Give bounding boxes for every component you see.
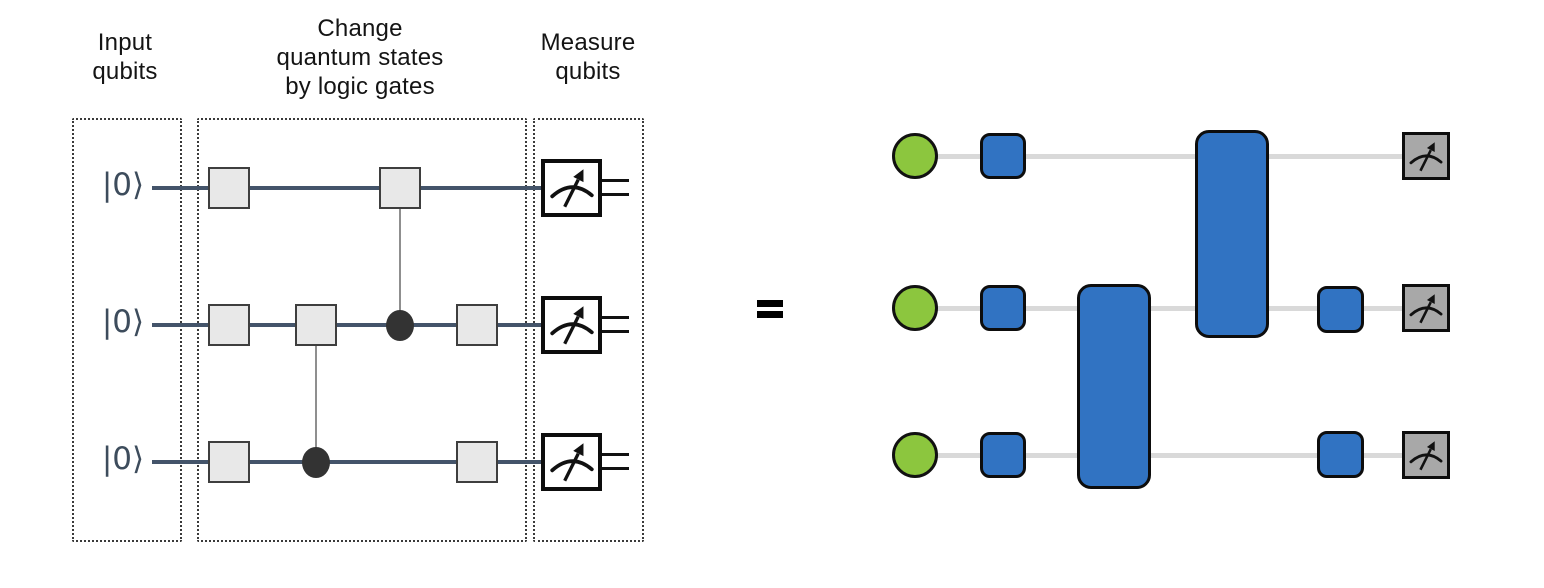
measurement-box xyxy=(541,159,602,217)
single-qubit-gate xyxy=(1317,431,1364,478)
classical-wire xyxy=(602,316,629,319)
qubit-state-label: |0⟩ xyxy=(101,304,145,340)
single-qubit-gate xyxy=(456,304,498,346)
qubit-wire xyxy=(152,186,542,190)
qubit-state-label: |0⟩ xyxy=(101,167,145,203)
meter-icon xyxy=(547,302,597,348)
controlled-target-gate xyxy=(379,167,421,209)
single-qubit-gate xyxy=(208,304,250,346)
controlled-target-gate xyxy=(295,304,337,346)
measurement-box xyxy=(1402,284,1450,332)
logic-gates-box xyxy=(197,118,527,542)
control-connector xyxy=(399,209,401,326)
two-qubit-gate-rows-2-3 xyxy=(1077,284,1151,489)
classical-wire xyxy=(602,467,629,470)
single-qubit-gate xyxy=(1317,286,1364,333)
measure-stage-label: Measure qubits xyxy=(540,29,636,85)
meter-icon xyxy=(547,165,597,211)
measurement-box xyxy=(541,433,602,491)
single-qubit-gate xyxy=(980,133,1026,179)
meter-icon xyxy=(547,439,597,485)
qubit-wire xyxy=(915,154,1427,159)
input-qubit-node xyxy=(892,432,938,478)
single-qubit-gate xyxy=(980,432,1026,478)
input-stage-label: Input qubits xyxy=(92,29,158,85)
meter-icon xyxy=(1407,438,1445,473)
single-qubit-gate xyxy=(208,441,250,483)
measure-qubits-box xyxy=(533,118,644,542)
control-dot xyxy=(386,310,414,341)
control-dot xyxy=(302,447,330,478)
control-connector xyxy=(315,345,317,463)
measurement-box xyxy=(1402,431,1450,479)
qubit-wire xyxy=(152,323,542,327)
measurement-box xyxy=(1402,132,1450,180)
qubit-state-label: |0⟩ xyxy=(101,441,145,477)
single-qubit-gate xyxy=(208,167,250,209)
equals-bar xyxy=(757,300,783,307)
single-qubit-gate xyxy=(456,441,498,483)
equals-bar xyxy=(757,311,783,318)
single-qubit-gate xyxy=(980,285,1026,331)
qubit-wire xyxy=(915,306,1427,311)
input-qubit-node xyxy=(892,133,938,179)
classical-wire xyxy=(602,179,629,182)
gates-stage-label: Change quantum states by logic gates xyxy=(276,15,444,100)
qubit-wire xyxy=(152,460,542,464)
measurement-box xyxy=(541,296,602,354)
two-qubit-gate-rows-1-2 xyxy=(1195,130,1269,338)
qubit-wire xyxy=(915,453,1427,458)
meter-icon xyxy=(1407,291,1445,326)
input-qubit-node xyxy=(892,285,938,331)
classical-wire xyxy=(602,193,629,196)
meter-icon xyxy=(1407,139,1445,174)
classical-wire xyxy=(602,330,629,333)
input-qubits-box xyxy=(72,118,182,542)
classical-wire xyxy=(602,453,629,456)
